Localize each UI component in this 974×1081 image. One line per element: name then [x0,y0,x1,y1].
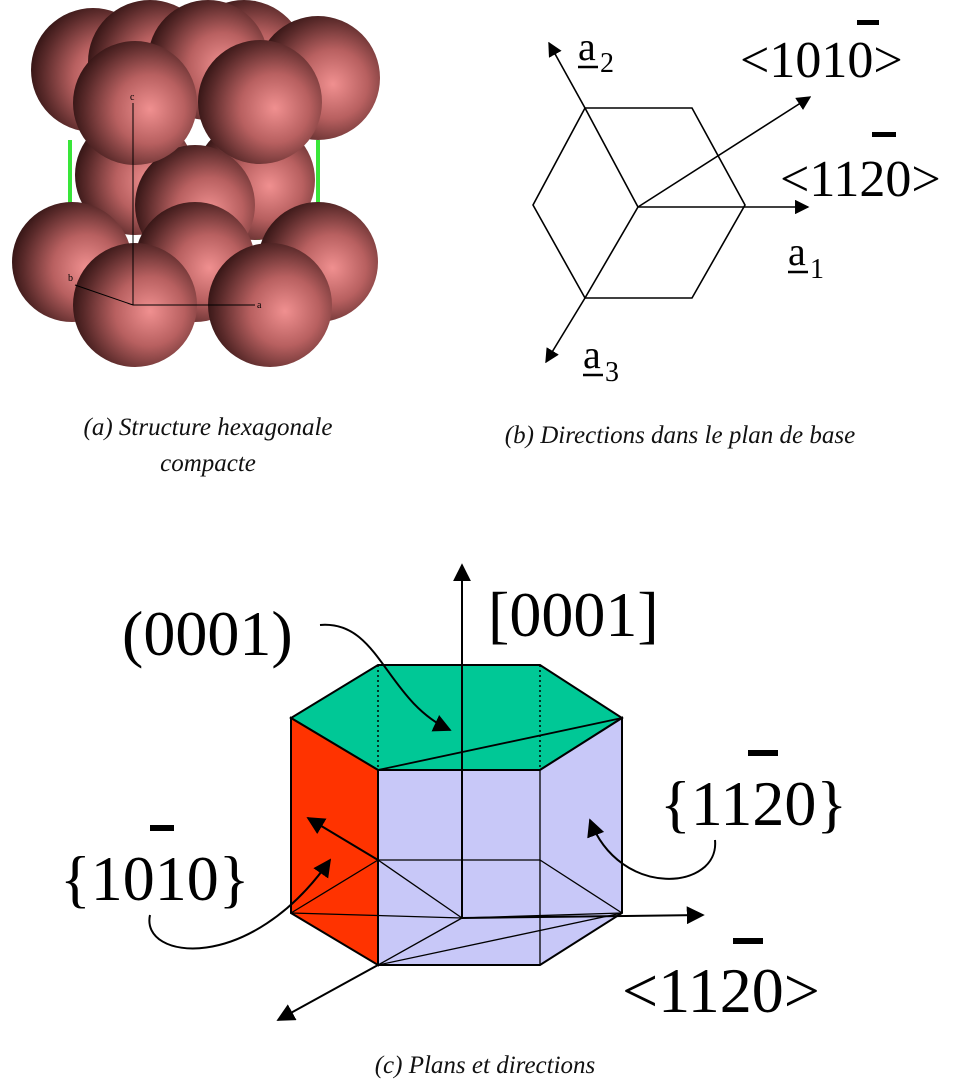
basal-hexagon [532,107,746,299]
hex-spoke [584,107,639,208]
label-dir-1010: <1010> [740,20,903,89]
label-plane-0001: (0001) [122,598,293,669]
overbar [733,938,763,944]
caption-a-line2: compacte [160,450,256,477]
dir-1120-c-text: <1120> [622,955,820,1026]
prism-internal-line [377,912,623,966]
pointer-0001 [319,623,452,732]
label-a1: a 1 [788,229,824,285]
a2-subscript: 2 [600,48,614,79]
atom-sphere [208,243,332,367]
panel-a-hcp-structure: c b a [12,0,380,367]
overbar [748,750,778,756]
label-a3: a 3 [583,332,619,388]
axis-a-label: a [257,300,262,311]
dir-1120-b-text: <1120> [780,151,941,208]
a2-base: a [578,24,596,69]
atom-sphere [73,41,197,165]
caption-c: (c) Plans et directions [375,1052,596,1079]
a3-subscript: 3 [605,357,619,388]
overbar [872,132,896,137]
panel-b-basal-directions: a 2 a 1 a 3 <1010> <1120> [532,20,941,388]
a1-subscript: 1 [810,254,824,285]
overbar [150,825,174,831]
panel-c-hex-prism: (0001) [0001] {1120} {1010} <1120> [60,563,847,1026]
a3-base: a [583,332,601,377]
plane-1010-text: {1010} [60,843,249,914]
pointer-1010 [148,858,332,950]
hex-spoke [584,206,639,299]
label-a2: a 2 [578,24,614,79]
prism-internal-line [290,912,463,919]
prism-internal-line [377,859,463,919]
a3-direction-arrow [276,964,379,1021]
overbar [857,20,879,25]
top-diagonal [377,717,623,771]
caption-b: (b) Directions dans le plan de base [505,422,855,449]
dir-1120-arrow [461,906,705,925]
prism-internal-line [539,859,623,914]
dir-1010-face-arrow [306,817,379,861]
plane-1120-text: {1120} [660,768,847,839]
dir-1010-text: <1010> [740,32,903,89]
prism-internal-line [290,859,379,914]
label-plane-1120: {1120} [660,750,847,839]
dir-1010-arrow [637,96,812,208]
a1-base: a [788,229,806,274]
a2-arrow [548,41,586,109]
label-plane-1010: {1010} [60,825,249,914]
axis-b-line [74,284,134,306]
a3-arrow [545,297,586,364]
label-dir-1120-c: <1120> [622,938,820,1026]
caption-a-line1: (a) Structure hexagonale [84,414,333,441]
axis-c-label: c [130,92,135,103]
label-dir-0001: [0001] [488,579,659,650]
pointer-1120 [587,818,717,880]
axis-b-label: b [68,273,73,284]
prism-internal-line [377,917,463,966]
label-dir-1120-b: <1120> [780,132,941,208]
atom-sphere [198,40,322,164]
